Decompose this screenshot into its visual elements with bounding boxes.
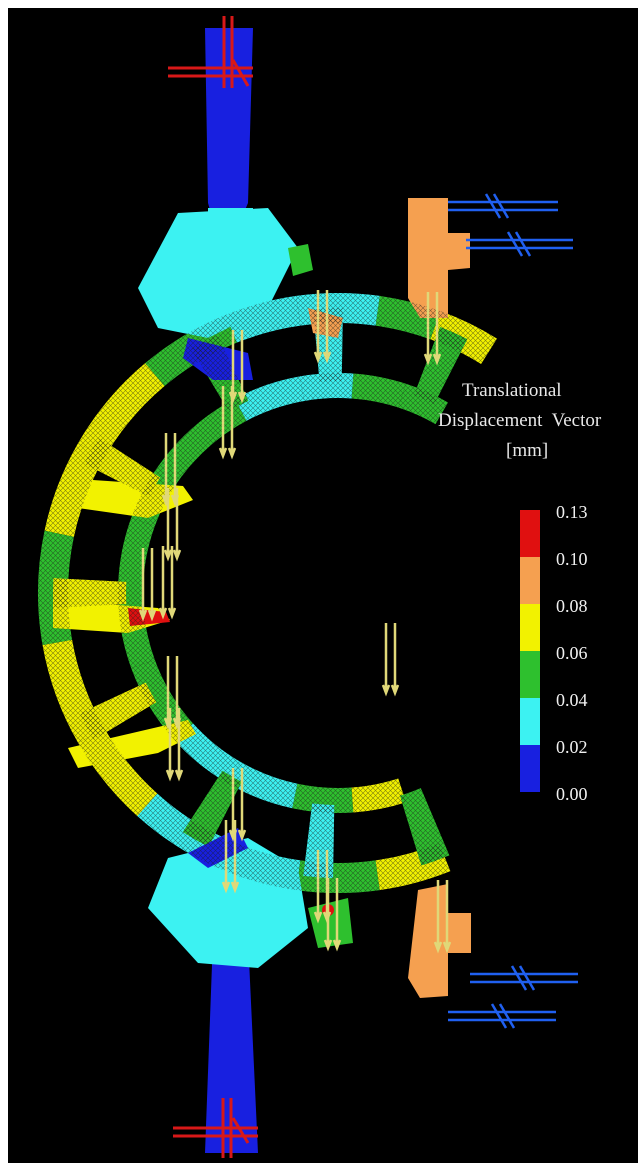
load-arrow xyxy=(433,880,443,954)
legend-title-units: [mm] xyxy=(506,440,549,461)
legend-swatch xyxy=(520,698,540,745)
legend-tick-label: 0.00 xyxy=(556,784,588,804)
displacement-contour-model xyxy=(37,16,578,1158)
inner-ring-segment-mesh xyxy=(351,373,406,408)
upper-orange-bracket xyxy=(408,198,470,318)
mesh-overlay xyxy=(37,293,497,893)
inner-ring-segment-mesh xyxy=(292,783,354,813)
legend-swatch xyxy=(520,745,540,792)
legend-tick-label: 0.06 xyxy=(556,643,588,663)
outer-ring-segment-mesh xyxy=(137,793,229,868)
radial-rib-mesh xyxy=(79,682,157,740)
legend-tick-label: 0.02 xyxy=(556,737,588,757)
legend-swatch xyxy=(520,604,540,651)
support-shafts xyxy=(205,28,258,1153)
legend-tick-label: 0.08 xyxy=(556,596,588,616)
load-arrow xyxy=(322,290,332,364)
inner-ring-segment-mesh xyxy=(174,723,241,784)
radial-rib-mesh xyxy=(182,770,242,847)
inner-ring-segment-mesh xyxy=(398,383,448,425)
inner-ring-segment-mesh xyxy=(228,761,298,809)
load-arrow xyxy=(174,708,184,782)
legend-tick-label: 0.13 xyxy=(556,502,588,522)
bottom-constraint-marker xyxy=(173,1098,258,1158)
legend-swatch xyxy=(520,510,540,557)
upper-green-clip xyxy=(288,244,313,276)
load-arrow xyxy=(323,878,333,952)
load-arrow xyxy=(237,330,247,404)
outer-ring-segment-mesh xyxy=(215,839,301,891)
legend-swatch xyxy=(520,651,540,698)
load-arrow xyxy=(172,488,182,562)
inner-ring-segment-mesh xyxy=(351,778,406,813)
radial-rib-mesh xyxy=(399,788,450,866)
right-constraint-markers xyxy=(448,193,578,1029)
load-arrow xyxy=(237,768,247,842)
top-constraint-marker xyxy=(168,16,253,88)
outer-ring-segment-mesh xyxy=(78,363,165,458)
outer-ring-segment-mesh xyxy=(225,295,301,343)
load-arrow xyxy=(313,850,323,924)
load-arrows xyxy=(138,290,452,954)
load-arrow xyxy=(147,548,157,622)
radial-rib-mesh xyxy=(413,326,468,405)
radial-rib-mesh xyxy=(52,578,127,608)
load-arrow xyxy=(442,880,452,954)
outer-ring-segment-mesh xyxy=(375,295,441,340)
load-arrow xyxy=(163,488,173,562)
load-arrow xyxy=(423,292,433,366)
legend-tick-label: 0.10 xyxy=(556,549,588,569)
legend-title-line2: Displacement Vector xyxy=(438,410,602,431)
lower-orange-bracket xyxy=(408,884,471,998)
legend-tick-label: 0.04 xyxy=(556,690,588,710)
legend-swatch xyxy=(520,557,540,604)
inner-ring-segment-mesh xyxy=(169,398,247,468)
legend-title-line1: Translational xyxy=(462,380,562,401)
outer-ring-segment-mesh xyxy=(44,443,105,537)
load-arrow xyxy=(227,386,237,460)
load-arrow xyxy=(158,546,168,620)
load-arrow xyxy=(230,820,240,894)
fea-result-view: Translational Displacement Vector [mm] 0… xyxy=(8,8,638,1163)
load-arrow xyxy=(390,623,400,697)
inner-ring-segment-mesh xyxy=(118,517,155,593)
boundary-constraints xyxy=(168,16,578,1158)
load-arrow xyxy=(381,623,391,697)
load-arrow xyxy=(138,548,148,622)
bottom-support-shaft xyxy=(205,938,258,1153)
inner-ring-segment-mesh xyxy=(234,376,305,421)
load-arrow xyxy=(221,820,231,894)
radial-rib-mesh xyxy=(84,437,161,497)
load-arrow xyxy=(313,290,323,364)
load-arrow xyxy=(218,386,228,460)
inner-ring-segment-mesh xyxy=(118,593,155,669)
top-support-shaft xyxy=(205,28,253,238)
load-arrow xyxy=(167,546,177,620)
outer-ring-segment-mesh xyxy=(78,728,158,816)
load-arrow xyxy=(165,708,175,782)
load-arrow xyxy=(332,878,342,952)
load-arrow xyxy=(432,292,442,366)
outer-ring-segment-mesh xyxy=(145,314,237,387)
